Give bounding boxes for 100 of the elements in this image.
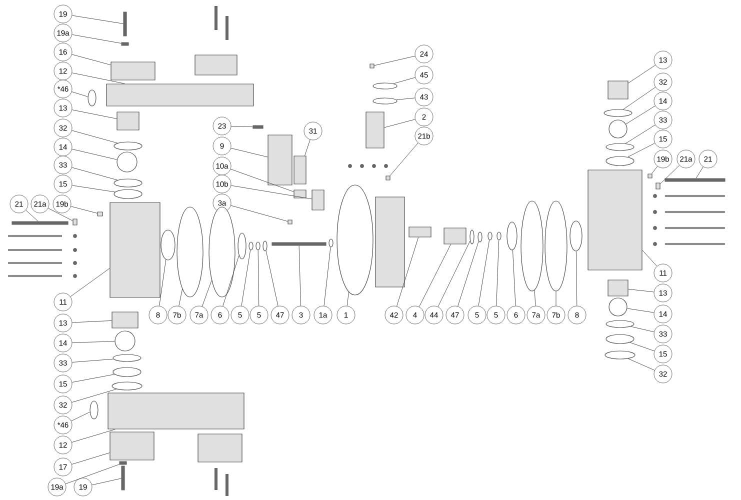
diaphragm bbox=[520, 200, 544, 292]
o-ring bbox=[606, 143, 634, 151]
leader-line bbox=[304, 140, 310, 156]
leader-line bbox=[72, 167, 118, 180]
valve-cap bbox=[198, 434, 242, 462]
leader-line bbox=[393, 77, 416, 84]
valve-block bbox=[312, 190, 324, 210]
leader-line bbox=[374, 56, 416, 66]
leader-line bbox=[496, 240, 500, 306]
o-ring bbox=[604, 350, 636, 360]
leader-line bbox=[178, 288, 183, 306]
washer bbox=[256, 242, 260, 250]
leader-line bbox=[222, 255, 240, 306]
outer-plate bbox=[160, 230, 176, 260]
leader-line bbox=[72, 185, 116, 192]
leader-line bbox=[696, 166, 704, 178]
leader-line bbox=[71, 412, 90, 422]
leader-line bbox=[628, 142, 656, 158]
leader-line bbox=[72, 341, 115, 343]
leader-line bbox=[72, 452, 110, 465]
o-ring bbox=[478, 232, 482, 242]
leader-line bbox=[72, 130, 118, 144]
valve-seat bbox=[114, 189, 142, 199]
nut bbox=[72, 218, 78, 226]
inner-plate bbox=[506, 222, 518, 250]
leader-line bbox=[626, 308, 654, 313]
shaft bbox=[272, 242, 326, 246]
sleeve bbox=[444, 228, 466, 244]
leader-line bbox=[231, 126, 253, 128]
diaphragm bbox=[544, 200, 568, 292]
outer-plate bbox=[570, 220, 582, 252]
leader-line bbox=[458, 241, 479, 306]
ball bbox=[114, 330, 136, 352]
leader-line bbox=[202, 280, 212, 307]
valve-cap bbox=[110, 62, 156, 80]
ball bbox=[116, 152, 138, 172]
valve-cap bbox=[110, 432, 154, 460]
leader-line bbox=[396, 98, 416, 100]
leader-line bbox=[642, 250, 658, 266]
o-ring bbox=[112, 382, 142, 390]
bolt bbox=[123, 12, 127, 36]
leader-line bbox=[512, 250, 516, 306]
pin bbox=[288, 220, 292, 224]
leader-line bbox=[230, 185, 312, 200]
leader-line bbox=[630, 326, 654, 332]
leader-line bbox=[628, 288, 654, 292]
leader-line bbox=[72, 15, 124, 24]
o-ring bbox=[606, 320, 634, 328]
leader-line bbox=[258, 250, 260, 306]
leader-line bbox=[241, 250, 251, 306]
leader-line bbox=[625, 124, 656, 144]
spool bbox=[408, 226, 432, 238]
leader-line bbox=[70, 206, 98, 214]
o-ring bbox=[88, 90, 96, 106]
inner-plate bbox=[238, 232, 246, 260]
o-ring bbox=[114, 178, 142, 188]
leader-line bbox=[626, 106, 656, 124]
nut bbox=[648, 174, 652, 178]
muffler bbox=[366, 112, 384, 148]
leader-line bbox=[72, 388, 117, 403]
o-ring bbox=[90, 400, 98, 420]
nut bbox=[97, 212, 103, 216]
washer bbox=[488, 232, 492, 240]
ball-cage bbox=[116, 112, 140, 130]
nut bbox=[386, 176, 390, 180]
chamber bbox=[110, 202, 160, 298]
ball bbox=[608, 120, 628, 138]
leader-line bbox=[230, 168, 294, 192]
leader-line bbox=[534, 290, 536, 306]
ball-cage bbox=[608, 280, 628, 296]
leader-line bbox=[298, 246, 301, 306]
o-ring bbox=[328, 238, 334, 248]
ball-cage bbox=[112, 312, 138, 328]
leader-line bbox=[346, 292, 350, 306]
valve-block bbox=[294, 190, 306, 198]
leader-line bbox=[324, 246, 331, 306]
o-ring bbox=[372, 98, 398, 104]
o-ring bbox=[262, 240, 268, 252]
leader-line bbox=[159, 259, 166, 306]
leader-line bbox=[390, 142, 418, 176]
valve-seat bbox=[112, 367, 142, 377]
leader-line bbox=[72, 148, 118, 160]
o-ring bbox=[372, 82, 398, 90]
leader-line bbox=[396, 237, 419, 306]
leader-line bbox=[622, 87, 656, 110]
leader-line bbox=[26, 210, 38, 222]
nut bbox=[656, 182, 660, 190]
leader-line bbox=[72, 34, 122, 44]
gasket bbox=[294, 156, 306, 184]
leader-line bbox=[630, 342, 655, 352]
ball-cage bbox=[608, 80, 628, 100]
o-ring bbox=[112, 354, 142, 362]
leader-line bbox=[660, 165, 680, 184]
leader-line bbox=[72, 92, 88, 97]
leader-line bbox=[384, 119, 416, 128]
leader-line bbox=[72, 374, 115, 383]
leader-line bbox=[628, 64, 656, 84]
leader-line bbox=[230, 148, 268, 158]
screw bbox=[252, 125, 264, 129]
leader-line bbox=[92, 478, 122, 486]
